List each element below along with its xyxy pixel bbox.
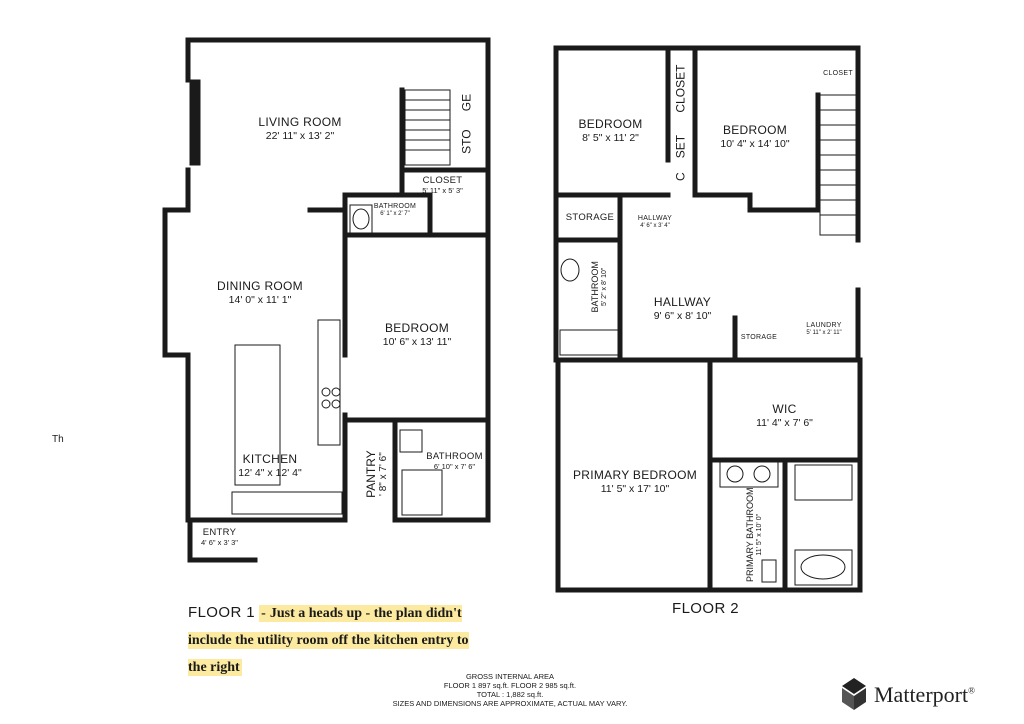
floor1-interior-walls (307, 87, 491, 523)
kitchen-label: KITCHEN 12' 4" x 12' 4" (238, 452, 302, 479)
wic-label: WIC 11' 4" x 7' 6" (756, 402, 813, 429)
primary-bedroom-label: PRIMARY BEDROOM 11' 5" x 17' 10" (572, 468, 698, 495)
ge-label: GE (459, 93, 474, 112)
floor2-interior-walls (553, 45, 861, 593)
note-dash: - (259, 605, 268, 622)
gross-area-title: GROSS INTERNAL AREA (465, 672, 555, 681)
bedroom-a-label: BEDROOM 8' 5" x 11' 2" (578, 117, 643, 144)
floor1-left-wall (162, 37, 191, 523)
laundry-label: LAUNDRY 5' 11" x 2' 11" (806, 322, 842, 337)
storage-b-label: STORAGE (740, 334, 778, 341)
living-room-label: LIVING ROOM 22' 11" x 13' 2" (245, 115, 355, 142)
set-label: SET (673, 134, 688, 159)
room-name: LIVING ROOM (258, 115, 342, 129)
matterport-logo: Matterport® (836, 676, 1016, 716)
bathroom-2-label: BATHROOM 5' 2" x 8' 10" (590, 261, 609, 313)
c-label: C (673, 172, 688, 181)
bathroom-small-label: BATHROOM 6' 1" x 2' 7" (373, 203, 417, 218)
brand-name: Matterport (874, 682, 969, 707)
dining-room-label: DINING ROOM 14' 0" x 11' 1" (217, 279, 303, 306)
entry-label: ENTRY 4' 6" x 3' 3" (201, 527, 238, 547)
disclaimer: SIZES AND DIMENSIONS ARE APPROXIMATE, AC… (392, 699, 628, 708)
bedroom-b-label: BEDROOM 10' 4" x 14' 10" (720, 123, 790, 150)
floor2-label: FLOOR 2 (672, 600, 739, 617)
bedroom-label: BEDROOM 10' 6" x 13' 11" (382, 321, 452, 348)
brand-mark: ® (968, 685, 975, 696)
primary-bathroom-label: PRIMARY BATHROOM 11' 5" x 10' 0" (745, 487, 764, 583)
pantry-label: PANTRY ' 8" x 7' 6" (363, 450, 390, 498)
bathroom-label: BATHROOM 6' 10" x 7' 6" (426, 451, 483, 471)
storage-a-label: STORAGE (565, 212, 615, 223)
gross-area-floors: FLOOR 1 897 sq.ft. FLOOR 2 985 sq.ft. (443, 681, 577, 690)
hallway-label: HALLWAY 9' 6" x 8' 10" (653, 295, 712, 322)
gross-area-total: TOTAL : 1,882 sq.ft. (476, 690, 544, 699)
matterport-mark-icon (842, 678, 866, 710)
left-text: Th (52, 434, 64, 445)
gross-area-block: GROSS INTERNAL AREA FLOOR 1 897 sq.ft. F… (380, 672, 640, 708)
sto-label: STO (459, 129, 474, 154)
closet-a-label: CLOSET (673, 64, 688, 113)
floor1-outer-wall (185, 37, 491, 563)
hallway-small-label: HALLWAY 4' 6" x 3' 4" (637, 215, 673, 230)
closet-label: CLOSET 5' 11" x 5' 3" (422, 175, 463, 195)
room-dims: 22' 11" x 13' 2" (265, 129, 335, 142)
closet-b-label: CLOSET (823, 70, 853, 77)
floor1-label: FLOOR 1 (188, 604, 255, 621)
floor1-caption: FLOOR 1 -Just a heads up - the plan didn… (188, 600, 488, 681)
